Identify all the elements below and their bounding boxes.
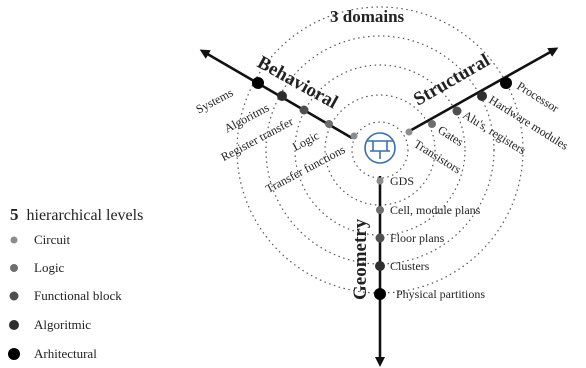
legend-item-arhitectural: Arhitectural: [34, 346, 97, 361]
legend-marker-algoritmic: [9, 320, 19, 330]
circle-level-3: [294, 64, 466, 236]
behavioral-level-transfer-functions: Transfer functions: [263, 142, 347, 196]
behavioral-dot-logic: [325, 120, 333, 128]
legend-title-text: hierarchical levels: [27, 207, 144, 224]
geometry-dot-architectural: [374, 288, 386, 300]
circle-level-1: [351, 121, 409, 179]
geometry-level-clusters: Clusters: [390, 259, 430, 273]
behavioral-level-dots: [252, 77, 358, 140]
geometry-level-physical-partitions: Physical partitions: [396, 287, 485, 301]
legend-item-logic: Logic: [34, 260, 65, 275]
legend-title: 5 hierarchical levels: [10, 205, 143, 224]
geometry-level-floor-plans: Floor plans: [390, 231, 445, 245]
legend-item-functional-block: Functional block: [34, 288, 122, 303]
structural-dot-logic: [428, 120, 436, 128]
structural-level-gates: Gates: [435, 123, 466, 150]
geometry-dot-algoritmic: [375, 261, 385, 271]
geometry-level-dots: [374, 177, 386, 300]
legend-count: 5: [10, 205, 19, 224]
structural-dot-architectural: [500, 77, 512, 89]
behavioral-dot-circuit: [350, 132, 358, 140]
geometry-dot-functional: [375, 233, 385, 243]
behavioral-dot-architectural: [252, 77, 264, 89]
legend-marker-functional-block: [9, 291, 19, 301]
geometry-dot-circuit: [376, 177, 384, 185]
legend-marker-arhitectural: [8, 348, 20, 360]
structural-dot-algoritmic: [477, 91, 487, 101]
transistor-symbol-icon: [364, 132, 396, 164]
geometry-dot-logic: [376, 206, 384, 214]
circle-level-4: [265, 35, 495, 265]
structural-domain-label: Structural: [410, 50, 494, 110]
legend-marker-logic: [10, 264, 18, 272]
diagram-title: 3 domains: [330, 7, 405, 26]
geometry-domain-label: Geometry: [350, 218, 371, 300]
structural-dot-circuit: [405, 128, 413, 136]
structural-level-dots: [405, 77, 512, 136]
behavioral-dot-functional: [299, 105, 309, 115]
legend: 5 hierarchical levels Circuit Logic Func…: [8, 205, 143, 361]
structural-dot-functional: [452, 106, 462, 116]
legend-marker-circuit: [10, 236, 18, 244]
behavioral-level-logic: Logic: [290, 128, 321, 154]
circle-level-5: [236, 6, 524, 294]
behavioral-level-systems: Systems: [194, 85, 236, 116]
geometry-level-gds: GDS: [390, 174, 414, 188]
geometry-level-labels: GDS Cell, module plans Floor plans Clust…: [390, 174, 485, 301]
geometry-level-cell-module-plans: Cell, module plans: [390, 203, 481, 217]
legend-item-algoritmic: Algoritmic: [34, 317, 91, 332]
legend-item-circuit: Circuit: [34, 232, 70, 247]
behavioral-dot-algoritmic: [277, 91, 287, 101]
